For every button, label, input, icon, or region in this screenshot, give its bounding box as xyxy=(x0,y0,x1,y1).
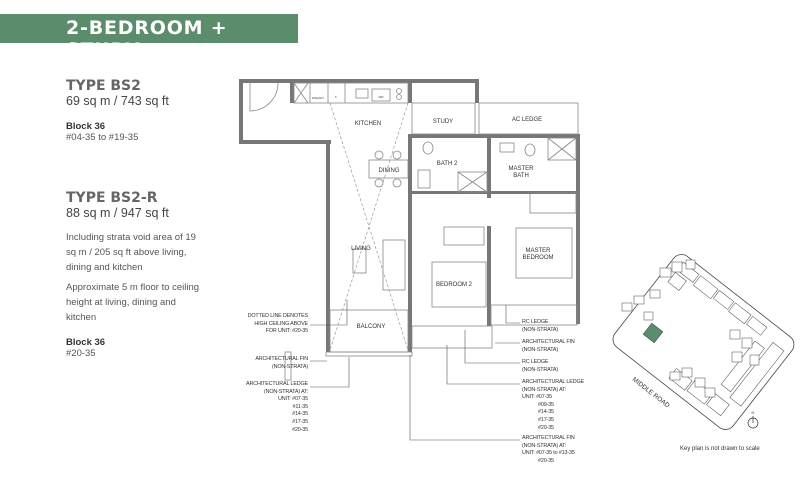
annotation-line: UNIT: #07-35 xyxy=(522,394,552,401)
annotation-architectural-fin: ARCHITECTURAL FIN (NON-STRATA) xyxy=(255,356,308,371)
annotation-line: #20-35 xyxy=(538,424,554,431)
north-label: N xyxy=(752,411,755,415)
annotation-architectural-ledge: ARCHITECTURAL LEDGE (NON-STRATA) AT: UNI… xyxy=(522,379,584,432)
annotation-architectural-fin: ARCHITECTURAL FIN (NON-STRATA) xyxy=(522,339,575,354)
high-ceiling-dotted-lines xyxy=(329,102,409,351)
annotation-line: #17-35 xyxy=(538,416,554,423)
annotation-line: RC LEDGE xyxy=(522,359,549,365)
annotation-line: (NON-STRATA) xyxy=(522,346,559,353)
header-banner: 2-BEDROOM + STUDY xyxy=(0,14,298,61)
annotation-line: ARCHITECTURAL LEDGE xyxy=(522,379,584,385)
room-living: LIVING xyxy=(351,246,371,252)
dshaft-label: DSHAFT xyxy=(312,96,324,100)
annotation-line: RC LEDGE xyxy=(522,319,549,325)
road-label: MIDDLE ROAD xyxy=(631,376,671,409)
walls xyxy=(239,79,580,352)
room-master-bedroom: MASTER xyxy=(525,248,551,254)
unit-range: #20-35 xyxy=(66,348,96,359)
annotation-line: #14-35 xyxy=(538,409,554,416)
annotation-architectural-fin-units: ARCHITECTURAL FIN (NON-STRATA) AT: UNIT:… xyxy=(522,435,575,465)
unit-range: #04-35 to #19-35 xyxy=(66,132,139,143)
annotation-line: (NON-STRATA) AT: xyxy=(263,388,308,395)
room-bedroom-2: BEDROOM 2 xyxy=(436,282,473,288)
room-balcony: BALCONY xyxy=(357,324,386,330)
key-plan-note: Key plan is not drawn to scale xyxy=(680,446,760,452)
annotation-line: (NON-STRATA) xyxy=(522,366,559,373)
annotation-line: #14-35 xyxy=(292,411,308,418)
annotation-line: UNIT: #07-35 xyxy=(278,396,308,403)
annotation-line: UNIT: #07-35 to #13-35 xyxy=(522,450,575,457)
type-bs2r-info: TYPE BS2-R 88 sq m / 947 sq ft Including… xyxy=(66,190,206,359)
room-master-bath: MASTER xyxy=(508,166,534,172)
annotation-line: (NON-STRATA) xyxy=(271,363,308,370)
annotation-line: ARCHITECTURAL LEDGE xyxy=(246,381,308,387)
block-label: Block 36 xyxy=(66,121,106,132)
fridge-label: F xyxy=(335,95,337,99)
annotation-line: FOR UNIT: #20-35 xyxy=(265,328,308,335)
annotation-line: #17-35 xyxy=(292,418,308,425)
annotation-line: ARCHITECTURAL FIN xyxy=(255,356,308,362)
annotation-line: HIGH CEILING ABOVE xyxy=(254,320,308,327)
type-name: TYPE BS2-R xyxy=(66,190,158,206)
annotation-rc-ledge: RC LEDGE (NON-STRATA) xyxy=(522,359,558,374)
room-master-bath: BATH xyxy=(513,173,529,179)
annotation-line: #09-35 xyxy=(538,401,554,408)
type-name: TYPE BS2 xyxy=(66,78,141,94)
room-study: STUDY xyxy=(433,119,453,125)
room-master-bedroom: BEDROOM xyxy=(522,255,553,261)
annotation-dotted-line: DOTTED LINE DENOTES HIGH CEILING ABOVE F… xyxy=(247,313,309,336)
type-note: Including strata void area of 19 sq m / … xyxy=(66,232,196,273)
room-ac-ledge: AC LEDGE xyxy=(512,117,542,123)
fixtures xyxy=(249,82,579,381)
annotation-line: DOTTED LINE DENOTES xyxy=(247,313,309,319)
type-note: Approximate 5 m floor to ceiling height … xyxy=(66,282,200,323)
room-bath-2: BATH 2 xyxy=(437,161,458,167)
annotation-line: ARCHITECTURAL FIN xyxy=(522,339,575,345)
room-dining: DINING xyxy=(379,168,400,174)
annotation-line: #20-35 xyxy=(538,457,554,464)
annotation-line: (NON-STRATA) AT: xyxy=(522,386,567,393)
annotation-line: #11-35 xyxy=(292,403,309,410)
type-bs2-info: TYPE BS2 69 sq m / 743 sq ft Block 36 #0… xyxy=(66,78,169,143)
type-area: 69 sq m / 743 sq ft xyxy=(66,94,169,108)
annotation-line: ARCHITECTURAL FIN xyxy=(522,435,575,441)
annotation-architectural-ledge: ARCHITECTURAL LEDGE (NON-STRATA) AT: UNI… xyxy=(246,381,308,434)
type-area: 88 sq m / 947 sq ft xyxy=(66,206,169,220)
annotation-line: (NON-STRATA) xyxy=(522,326,559,333)
washer-dryer-label: WD xyxy=(379,95,385,99)
annotation-line: #20-35 xyxy=(292,426,308,433)
annotation-line: (NON-STRATA) AT: xyxy=(522,442,567,449)
key-plan: MIDDLE ROAD N xyxy=(612,254,795,430)
page-title: 2-BEDROOM + STUDY xyxy=(66,17,228,61)
block-label: Block 36 xyxy=(66,337,106,348)
leader-lines xyxy=(310,300,520,441)
room-kitchen: KITCHEN xyxy=(355,121,381,127)
highlighted-unit xyxy=(642,322,664,344)
annotation-rc-ledge: RC LEDGE (NON-STRATA) xyxy=(522,319,558,334)
